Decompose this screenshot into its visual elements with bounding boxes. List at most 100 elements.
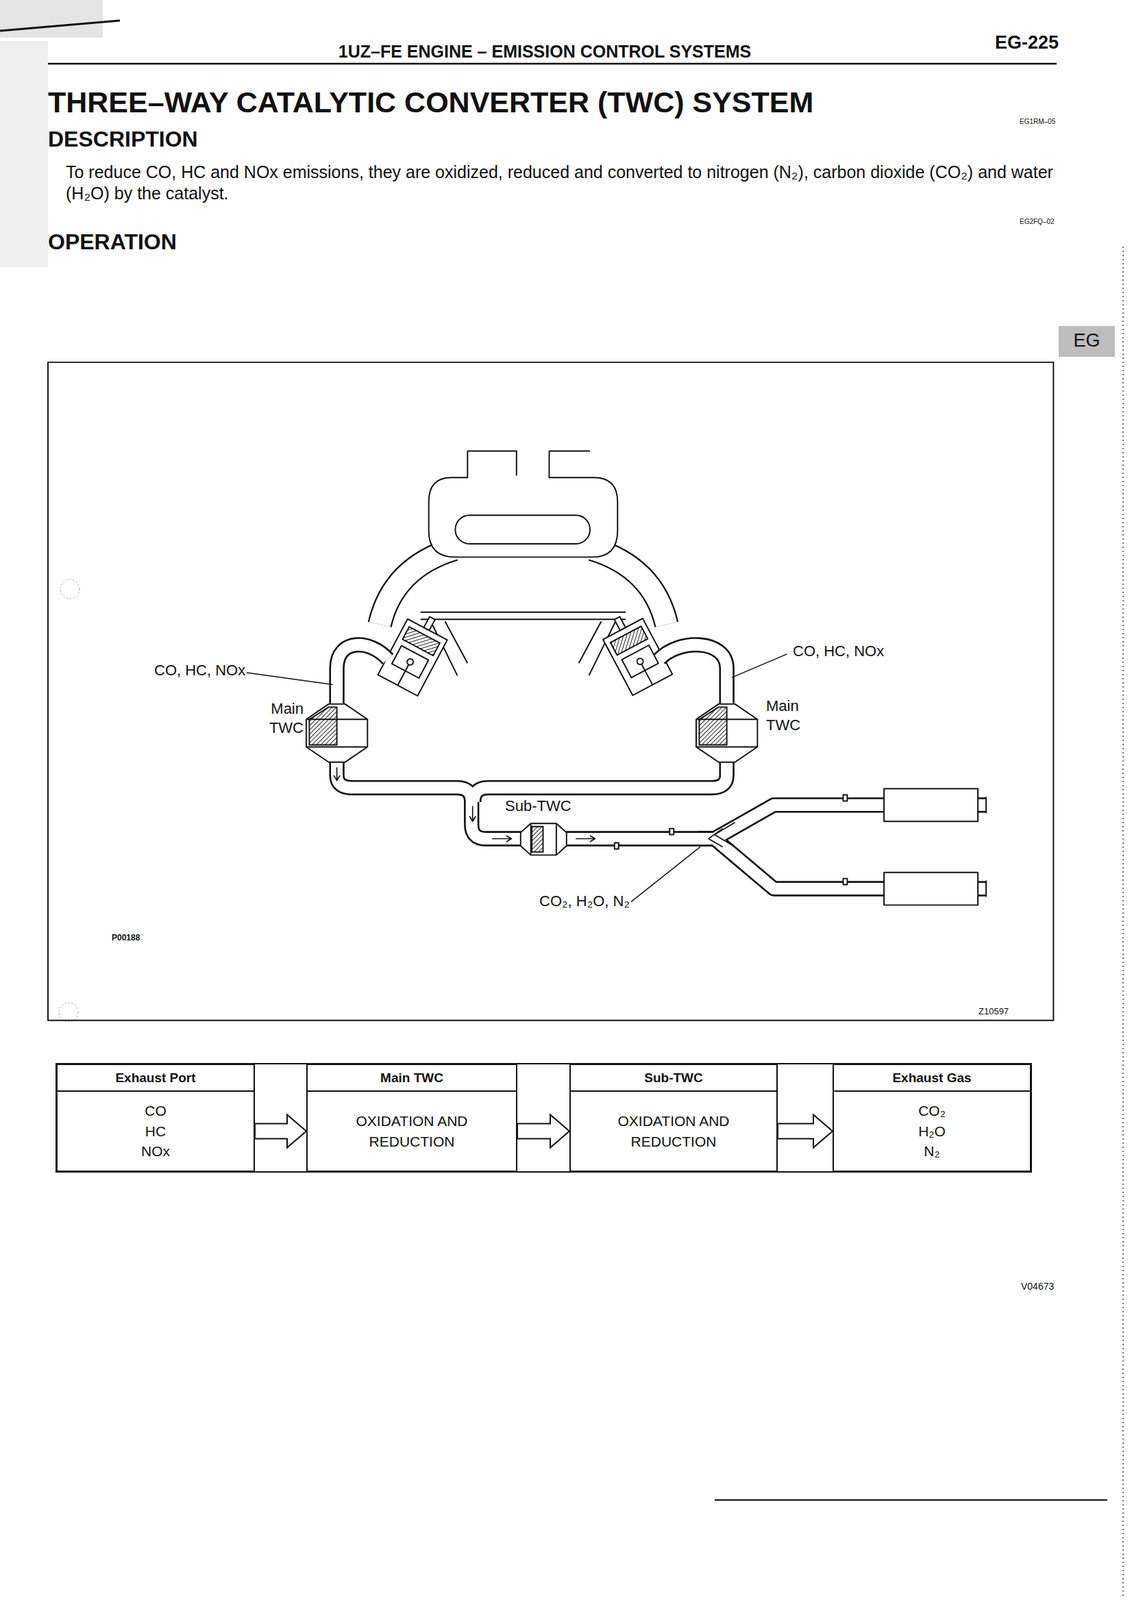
muffler xyxy=(985,796,987,814)
engine-block xyxy=(420,612,626,676)
flow-arrow xyxy=(469,806,476,822)
exhaust-pipe xyxy=(698,805,887,839)
intake-runner xyxy=(379,548,455,625)
exhaust-pipe xyxy=(337,644,388,706)
cylinder-left xyxy=(406,657,415,667)
exhaust-pipe-bore xyxy=(337,644,987,889)
exhaust-pipe xyxy=(698,839,887,890)
box-text: OXIDATION AND REDUCTION xyxy=(598,1111,749,1152)
exhaust-pipe-bore xyxy=(337,760,523,840)
exhaust-pipe-bore xyxy=(977,799,987,812)
figure-code: V04673 xyxy=(1020,1281,1054,1294)
muffler xyxy=(985,881,987,898)
exhaust-pipe-bore xyxy=(473,760,727,803)
exhaust-pipe-bore xyxy=(564,833,703,845)
figure-frame xyxy=(47,362,1054,1021)
main-twc-right xyxy=(698,707,727,745)
page-header: 1UZ–FE ENGINE – EMISSION CONTROL SYSTEMS xyxy=(338,41,752,62)
cylinder-right xyxy=(614,616,626,631)
box-heading: Sub-TWC xyxy=(570,1065,777,1093)
flow-step-box: Exhaust GasCO₂ H₂O N₂ xyxy=(832,1064,1032,1173)
exhaust-pipe xyxy=(977,881,987,897)
sub-twc xyxy=(530,823,532,856)
page-decor xyxy=(0,0,103,38)
page-decor xyxy=(47,63,1057,66)
box-heading: Main TWC xyxy=(307,1065,516,1093)
figure-code: P00188 xyxy=(111,933,140,943)
gas-label: CO, HC, NOx xyxy=(152,661,247,680)
flow-arrow xyxy=(575,835,595,843)
box-text: OXIDATION AND REDUCTION xyxy=(336,1111,488,1152)
leader-line xyxy=(631,846,701,902)
exhaust-pipe xyxy=(473,760,727,803)
engine-block xyxy=(431,621,617,676)
cylinder-right xyxy=(621,645,658,678)
throttle-body xyxy=(467,450,590,476)
intake-runner xyxy=(592,548,667,625)
exhaust-system-drawing xyxy=(47,362,1054,1021)
gas-label: CO₂, H₂O, N₂ xyxy=(537,892,632,911)
cylinder-left xyxy=(397,664,409,686)
exhaust-pipe xyxy=(337,644,987,889)
sensor-boss xyxy=(614,794,848,885)
sensor-boss xyxy=(842,794,847,802)
page-number: EG-225 xyxy=(994,31,1059,54)
main-twc-right xyxy=(696,704,758,763)
exhaust-pipe xyxy=(977,797,987,813)
main-twc-left xyxy=(306,718,368,721)
muffler xyxy=(883,872,978,906)
flow-arrow xyxy=(517,1115,570,1149)
engine-block xyxy=(420,612,626,620)
gas-label: CO, HC, NOx xyxy=(791,642,886,661)
box-body: CO₂ H₂O N₂ xyxy=(833,1092,1030,1172)
box-body: CO HC NOx xyxy=(57,1092,254,1172)
box-body: OXIDATION AND REDUCTION xyxy=(307,1092,516,1172)
main-twc-right xyxy=(696,718,758,721)
flow-arrow xyxy=(333,767,735,847)
part-name: Main TWC xyxy=(258,699,305,738)
part-name: Main TWC xyxy=(764,696,812,735)
part-name: Sub-TWC xyxy=(503,797,573,816)
sensor-boss xyxy=(614,842,619,849)
box-text: CO₂ H₂O N₂ xyxy=(918,1101,946,1162)
leader-line xyxy=(731,654,787,678)
intake-runner xyxy=(379,548,667,625)
section-heading: DESCRIPTION xyxy=(47,126,199,153)
page-decor xyxy=(1122,246,1124,1597)
muffler xyxy=(883,789,987,906)
box-body: OXIDATION AND REDUCTION xyxy=(570,1092,777,1172)
exhaust-pipe xyxy=(564,831,703,847)
exhaust-pipe-bore xyxy=(659,644,727,706)
flow-arrow xyxy=(777,1115,833,1149)
flow-arrow xyxy=(333,767,340,781)
page-decor xyxy=(0,41,48,268)
flow-step-box: Main TWC OXIDATION AND REDUCTION xyxy=(306,1064,518,1173)
flow-arrow xyxy=(254,1115,307,1149)
page-decor xyxy=(1058,326,1115,358)
sensor-boss xyxy=(669,829,674,836)
exhaust-pipe-bore xyxy=(698,805,887,839)
figure-code: Z10597 xyxy=(978,1006,1009,1018)
box-text: CO HC NOx xyxy=(141,1101,170,1162)
leader-line xyxy=(245,654,788,903)
main-twc-right xyxy=(696,704,758,763)
page-title: THREE–WAY CATALYTIC CONVERTER (TWC) SYST… xyxy=(47,84,814,121)
plenum-core xyxy=(454,515,590,545)
exhaust-pipe xyxy=(659,644,727,706)
page-decor xyxy=(714,1499,1108,1502)
flow-arrow xyxy=(714,822,736,848)
cylinder-left xyxy=(391,646,429,679)
exhaust-pipe-bore xyxy=(977,883,987,895)
exhaust-pipe xyxy=(337,760,523,840)
flow-arrow xyxy=(708,829,723,848)
main-twc-right xyxy=(696,746,758,748)
exhaust-pipe-bore xyxy=(698,839,887,890)
sub-twc xyxy=(531,827,543,853)
flow-step-box: Exhaust PortCO HC NOx xyxy=(56,1064,255,1173)
intake-plenum xyxy=(428,450,619,558)
intake-runner xyxy=(592,548,667,625)
description-text: To reduce CO, HC and NOx emissions, they… xyxy=(65,161,1087,205)
main-twc-left xyxy=(306,746,368,748)
section-tab: EG xyxy=(1060,329,1113,352)
